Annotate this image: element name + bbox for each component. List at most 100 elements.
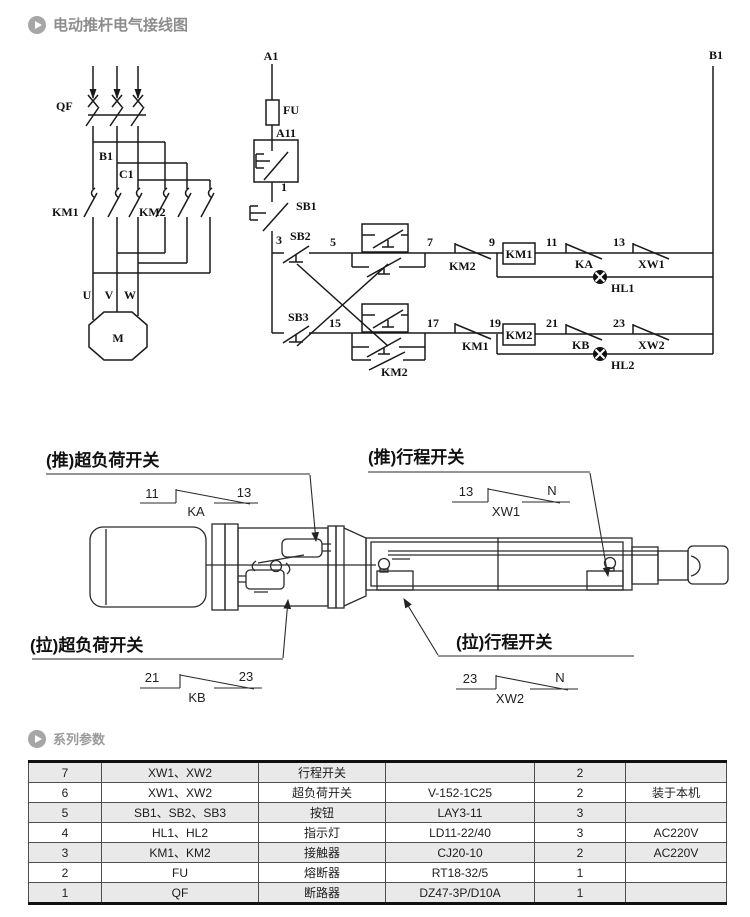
actuator-drawing: [89, 523, 729, 611]
table-cell: 行程开关: [258, 761, 386, 783]
label-km1-nc: KM1: [462, 339, 489, 353]
table-cell: 超负荷开关: [258, 782, 386, 803]
label-sb2: SB2: [290, 229, 311, 243]
table-cell: 接触器: [258, 842, 386, 863]
power-arrowheads: [89, 89, 142, 99]
table-cell: 1: [534, 882, 626, 904]
table-cell: KM1、KM2: [101, 842, 259, 863]
label-fu: FU: [283, 103, 299, 117]
table-cell: XW1、XW2: [101, 761, 259, 783]
table-cell: 1: [534, 862, 626, 883]
table-cell: [625, 882, 727, 904]
table-cell: 3: [28, 842, 102, 863]
table-cell: LD11-22/40: [385, 822, 535, 843]
table-cell: 7: [28, 761, 102, 783]
table-cell: LAY3-11: [385, 802, 535, 823]
contact-labels: 11 13 KA 13 N XW1 21 23 KB 23 N XW2: [145, 483, 565, 706]
table-cell: 装于本机: [625, 782, 727, 803]
kb-left-terminal: 21: [145, 670, 159, 685]
table-cell: [625, 862, 727, 883]
table-cell: HL1、HL2: [101, 822, 259, 843]
play-icon: [28, 729, 46, 748]
table-cell: XW1、XW2: [101, 782, 259, 803]
label-n21: 21: [546, 316, 558, 330]
label-km2-nc: KM2: [449, 259, 476, 273]
label-v: V: [105, 288, 114, 302]
label-ka: KA: [575, 257, 593, 271]
label-km2: KM2: [139, 205, 166, 219]
label-km1-coil: KM1: [506, 247, 533, 261]
table-row: 5 SB1、SB2、SB3 按钮 LAY3-11 3: [28, 802, 727, 823]
heading-push-overload: (推)超负荷开关: [46, 450, 159, 470]
label-n5: 5: [330, 235, 336, 249]
control-circuit-wires: [249, 64, 714, 371]
label-n19: 19: [489, 316, 501, 330]
label-sb1: SB1: [296, 199, 317, 213]
table-cell: 断路器: [258, 882, 386, 904]
table-cell: 1: [28, 882, 102, 904]
ka-left-terminal: 11: [145, 486, 159, 501]
xw2-left-terminal: 23: [463, 671, 477, 686]
table-cell: 5: [28, 802, 102, 823]
kb-right-terminal: 23: [239, 669, 253, 684]
indicator-lamps: [593, 270, 607, 361]
params-title: 系列参数: [53, 732, 106, 747]
params-section-header: 系列参数: [28, 729, 105, 748]
table-row: 2 FU 熔断器 RT18-32/5 1: [28, 862, 727, 883]
table-cell: 2: [28, 862, 102, 883]
label-km2-coil: KM2: [506, 328, 533, 342]
label-b1-rail: B1: [709, 48, 723, 62]
table-row: 7 XW1、XW2 行程开关 2: [28, 761, 727, 783]
label-b1-tap: B1: [99, 149, 113, 163]
xw1-right-terminal: N: [547, 483, 556, 498]
label-n3: 3: [276, 233, 282, 247]
table-cell: 6: [28, 782, 102, 803]
table-cell: 2: [534, 761, 626, 783]
parts-table: 7 XW1、XW2 行程开关 2 6 XW1、XW2 超负荷开关 V-152-1…: [28, 760, 727, 905]
switch-headings: (推)超负荷开关 (推)行程开关 (拉)超负荷开关 (拉)行程开关: [30, 447, 552, 655]
table-cell: 3: [534, 822, 626, 843]
heading-pull-travel: (拉)行程开关: [456, 632, 552, 652]
label-n15: 15: [329, 316, 341, 330]
table-row: 3 KM1、KM2 接触器 CJ20-10 2 AC220V: [28, 842, 727, 863]
xw1-left-terminal: 13: [459, 484, 473, 499]
table-cell: DZ47-3P/D10A: [385, 882, 535, 904]
table-cell: 2: [534, 782, 626, 803]
xw2-right-terminal: N: [555, 670, 564, 685]
xw1-name: XW1: [492, 504, 520, 519]
circuit-labels: QF B1 C1 KM1 KM2 U V W M A1 FU A11 1 SB1…: [52, 48, 723, 379]
table-cell: V-152-1C25: [385, 782, 535, 803]
label-n17: 17: [427, 316, 439, 330]
contact-symbols: [140, 488, 578, 691]
label-n9: 9: [489, 235, 495, 249]
label-n23: 23: [613, 316, 625, 330]
table-row: 6 XW1、XW2 超负荷开关 V-152-1C25 2 装于本机: [28, 782, 727, 803]
label-n11: 11: [546, 235, 557, 249]
play-icon: [28, 15, 46, 34]
label-hl2: HL2: [611, 358, 634, 372]
table-row: 4 HL1、HL2 指示灯 LD11-22/40 3 AC220V: [28, 822, 727, 843]
label-sb3: SB3: [288, 310, 309, 324]
diagram-section-header: 电动推杆电气接线图: [28, 14, 188, 35]
heading-push-travel: (推)行程开关: [368, 447, 464, 467]
kb-name: KB: [188, 690, 205, 705]
table-cell: 4: [28, 822, 102, 843]
label-hl1: HL1: [611, 281, 634, 295]
ka-right-terminal: 13: [237, 485, 251, 500]
table-cell: 熔断器: [258, 862, 386, 883]
table-cell: 指示灯: [258, 822, 386, 843]
label-c1-tap: C1: [119, 167, 134, 181]
label-kb: KB: [572, 338, 589, 352]
table-cell: AC220V: [625, 842, 727, 863]
table-cell: 3: [534, 802, 626, 823]
label-xw2: XW2: [638, 338, 665, 352]
table-cell: [385, 761, 535, 783]
label-n1: 1: [281, 180, 287, 194]
table-cell: RT18-32/5: [385, 862, 535, 883]
xw2-name: XW2: [496, 691, 524, 706]
label-qf: QF: [56, 99, 73, 113]
label-n7: 7: [427, 235, 433, 249]
table-cell: FU: [101, 862, 259, 883]
